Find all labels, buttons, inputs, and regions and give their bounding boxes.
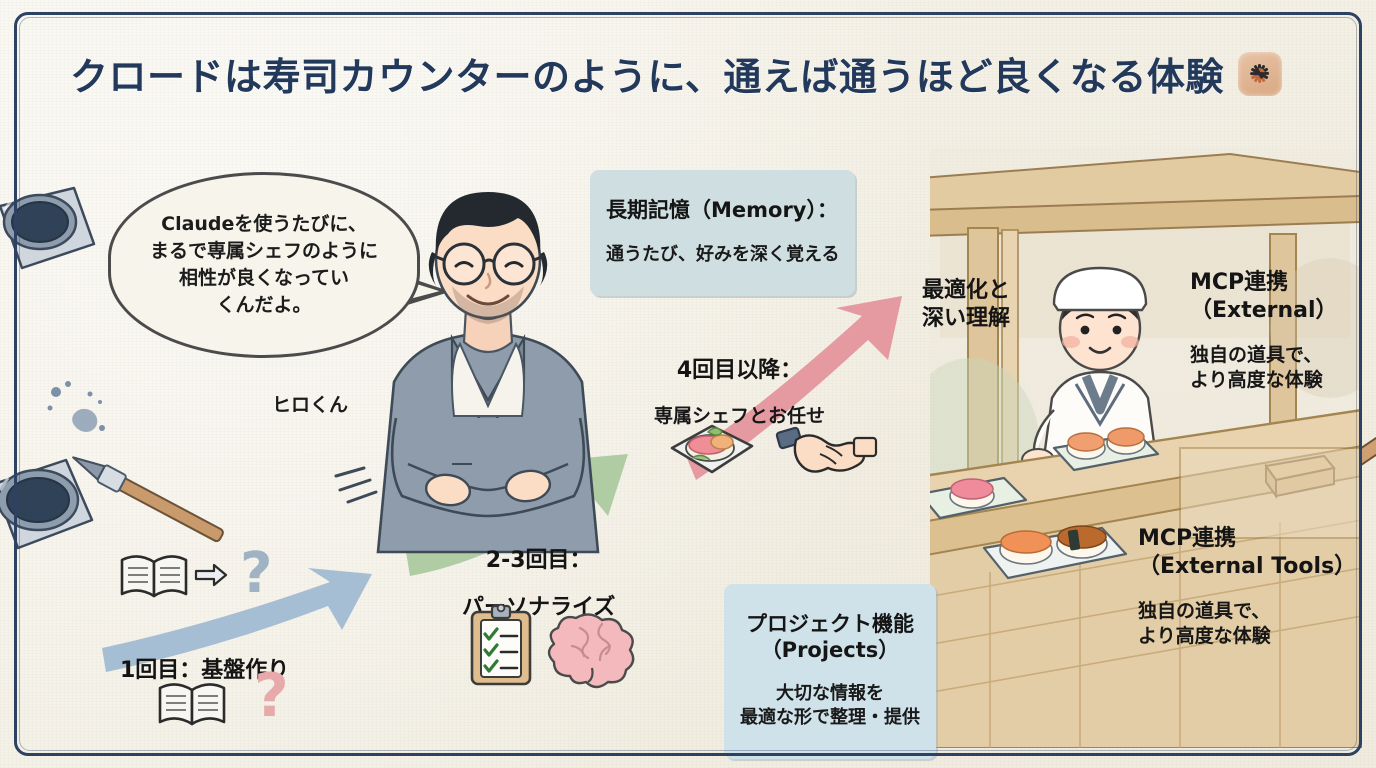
stage-2-3-title: 2-3回目： (485, 548, 592, 573)
callout-memory-subtitle: 通うたび、好みを深く覚える (606, 243, 840, 265)
callout-projects-title: プロジェクト機能 （Projects） (746, 612, 914, 662)
speech-bubble: Claudeを使うたびに、 まるで専属シェフのように 相性が良くなってい くんだ… (108, 172, 420, 358)
open-book-icon (118, 548, 190, 604)
person-illustration (352, 168, 622, 558)
speech-bubble-text: Claudeを使うたびに、 まるで専属シェフのように 相性が良くなってい くんだ… (149, 213, 378, 316)
callout-mcp-external-tools-subtitle: 独自の道具で、 より高度な体験 (1138, 600, 1271, 647)
label-optimization: 最適化と 深い理解 (922, 258, 1010, 351)
svg-text:?: ? (240, 541, 272, 606)
ink-pot-icon (0, 170, 112, 300)
speed-lines-decoration (330, 440, 400, 510)
callout-memory: 長期記憶（Memory）： 通うたび、好みを深く覚える (590, 170, 856, 296)
stage-4-subtitle: 専属シェフとお任せ (654, 404, 826, 427)
callout-projects: プロジェクト機能 （Projects） 大切な情報を 最適な形で整理・提供 (724, 584, 936, 759)
sushi-counter-illustration (930, 148, 1362, 748)
page-title-text: クロードは寿司カウンターのように、通えば通うほど良くなる体験 (70, 55, 1224, 99)
callout-projects-subtitle: 大切な情報を 最適な形で整理・提供 (740, 683, 920, 728)
open-book-icon (156, 676, 228, 732)
callout-memory-title: 長期記憶（Memory）： (606, 198, 838, 222)
sushi-plate (930, 476, 1028, 520)
speaker-label: ヒロくん (272, 394, 349, 416)
question-mark-icon: ? (232, 540, 286, 606)
stage-2-3-label: 2-3回目： パーソナライズ (462, 528, 615, 640)
sushi-plate-icon (664, 412, 760, 482)
handshake-icon (775, 416, 878, 478)
brain-icon (547, 606, 635, 689)
callout-mcp-external-tools: MCP連携 （External Tools） 独自の道具で、 より高度な体験 (1138, 506, 1356, 667)
callout-mcp-external-title: MCP連携 （External） (1190, 270, 1338, 323)
stage-1-label: 1回目：基盤作り (120, 638, 289, 704)
callout-mcp-external: MCP連携 （External） 独自の道具で、 より高度な体験 (1190, 250, 1338, 411)
clipboard-checklist-icon (468, 603, 534, 688)
sushi-plate (1052, 427, 1160, 472)
svg-text:?: ? (254, 661, 289, 731)
ink-splatter-icon (38, 372, 128, 462)
ink-pot-icon (0, 438, 120, 578)
stage-1-title: 1回目：基盤作り (120, 658, 290, 683)
sushi-plate (982, 525, 1128, 580)
callout-mcp-external-subtitle: 独自の道具で、 より高度な体験 (1190, 344, 1323, 391)
claude-sunburst-icon (1237, 51, 1282, 96)
page-title: クロードは寿司カウンターのように、通えば通うほど良くなる体験 (70, 46, 1282, 101)
stage-4-title: 4回目以降： (676, 358, 803, 383)
callout-mcp-external-tools-title: MCP連携 （External Tools） (1138, 526, 1357, 579)
stage-4-label: 4回目以降： 専属シェフとお任せ (654, 338, 825, 447)
label-optimization-title: 最適化と 深い理解 (922, 278, 1011, 331)
question-mark-icon: ? (248, 660, 302, 731)
right-arrow-icon (194, 562, 228, 588)
